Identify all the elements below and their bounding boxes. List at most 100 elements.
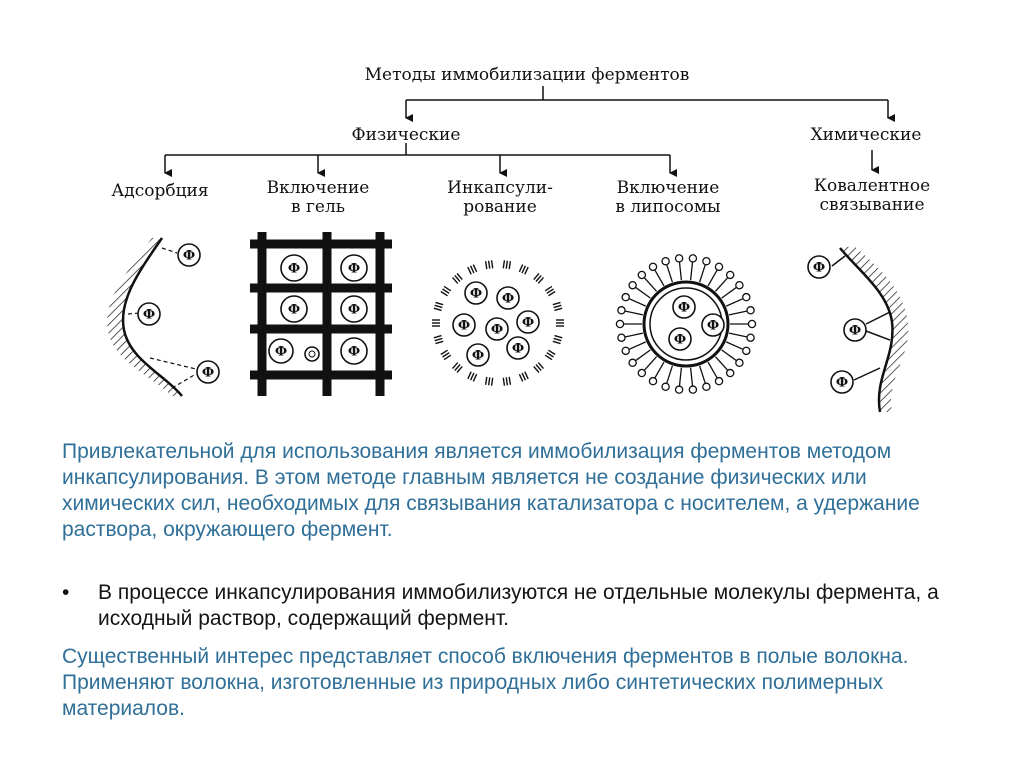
lipid-head — [698, 365, 711, 392]
membrane-mark — [451, 273, 463, 284]
chemical-label: Химические — [811, 125, 922, 145]
svg-text:Ф: Ф — [348, 262, 360, 277]
enzyme-circle: Ф — [464, 281, 488, 305]
svg-text:Ф: Ф — [472, 349, 484, 364]
enzyme-circle: Ф — [137, 302, 161, 326]
method-gel-label-1: Включение — [267, 178, 370, 198]
lipid-head — [698, 256, 711, 283]
svg-text:Ф: Ф — [836, 376, 848, 391]
enzyme-circle: Ф — [177, 243, 201, 267]
immobilization-methods-diagram: Методы иммобилизации ферментов Физически… — [107, 65, 930, 413]
physical-label: Физические — [352, 125, 461, 145]
enzyme-circle: Ф — [701, 313, 725, 337]
covalent-illustration — [831, 246, 909, 413]
svg-text:Ф: Ф — [275, 345, 287, 360]
membrane-mark — [467, 264, 478, 275]
svg-text:Ф: Ф — [522, 316, 534, 331]
svg-text:Ф: Ф — [849, 324, 861, 339]
lipid-head — [648, 361, 665, 386]
svg-text:Ф: Ф — [674, 333, 686, 348]
lipid-head — [725, 341, 751, 356]
svg-text:Ф: Ф — [470, 287, 482, 302]
membrane-mark — [432, 319, 440, 327]
lipid-head — [688, 367, 698, 394]
paragraph-encapsulation: Привлекательной для использования являет… — [62, 440, 920, 541]
method-adsorption-label: Адсорбция — [111, 181, 208, 201]
svg-text:Ф: Ф — [202, 366, 214, 381]
enzyme-circle: Ф — [340, 254, 368, 282]
lipid-head — [637, 356, 658, 378]
lipid-head — [725, 292, 751, 307]
svg-text:Ф: Ф — [348, 303, 360, 318]
enzyme-circle: Ф — [807, 255, 831, 279]
membrane-mark — [433, 301, 444, 312]
lipid-head — [728, 306, 755, 316]
lipid-head — [721, 349, 744, 368]
lipid-head — [728, 332, 755, 342]
lipid-head — [661, 256, 674, 283]
lipid-head — [674, 367, 684, 394]
svg-text:Ф: Ф — [813, 261, 825, 276]
bullet-marker: • — [62, 581, 70, 604]
enzyme-circle: Ф — [843, 318, 867, 342]
enzyme-circle: Ф — [196, 360, 220, 384]
svg-text:Ф: Ф — [348, 345, 360, 360]
membrane-mark — [502, 376, 512, 386]
lipid-head — [707, 361, 724, 386]
membrane-mark — [556, 319, 564, 327]
membrane-mark — [518, 371, 529, 382]
lipid-heads — [615, 254, 757, 394]
enzyme-circle: Ф — [280, 295, 308, 323]
enzyme-circle: Ф — [672, 295, 696, 319]
lipid-head — [637, 270, 658, 292]
lipid-head — [730, 319, 757, 329]
method-covalent-label-2: связывание — [819, 195, 924, 215]
lipid-head — [714, 356, 735, 378]
method-encapsulation-label-1: Инкапсули- — [447, 178, 553, 198]
membrane-mark — [440, 285, 452, 297]
svg-text:Ф: Ф — [502, 292, 514, 307]
membrane-mark — [502, 260, 512, 270]
enzyme-circle: Ф — [506, 336, 530, 360]
lipid-head — [648, 262, 665, 287]
membrane-mark — [533, 273, 545, 284]
enzyme-circle: Ф — [452, 313, 476, 337]
lipid-head — [617, 306, 644, 316]
enzyme-circle: Ф — [830, 370, 854, 394]
lipid-head — [628, 349, 651, 368]
enzyme-circle: Ф — [340, 295, 368, 323]
lipid-head — [621, 292, 647, 307]
membrane-mark — [467, 371, 478, 382]
enzyme-circle: Ф — [496, 286, 520, 310]
membrane-mark — [552, 301, 563, 312]
membrane-mark — [544, 349, 556, 361]
membrane-mark — [484, 260, 494, 270]
svg-text:Ф: Ф — [288, 303, 300, 318]
enzyme-circle: Ф — [268, 338, 294, 364]
lipid-head — [615, 319, 642, 329]
membrane-mark — [433, 334, 444, 345]
lipid-head — [617, 332, 644, 342]
svg-text:Ф: Ф — [678, 301, 690, 316]
lipid-head — [661, 365, 674, 392]
membrane-mark — [544, 285, 556, 297]
membrane-mark — [533, 362, 545, 373]
enzyme-circle: Ф — [466, 343, 490, 367]
lipid-head — [674, 254, 684, 281]
lipid-head — [721, 280, 744, 299]
enzyme-circle: Ф — [485, 317, 509, 341]
paragraph-hollow-fibers: Существенный интерес представляет способ… — [62, 645, 909, 720]
method-liposome-label-1: Включение — [617, 178, 720, 198]
membrane-mark — [451, 362, 463, 373]
membrane-mark — [552, 334, 563, 345]
lipid-head — [714, 270, 735, 292]
lipid-head — [628, 280, 651, 299]
svg-text:Ф: Ф — [183, 249, 195, 264]
svg-text:Ф: Ф — [512, 342, 524, 357]
diagram-title: Методы иммобилизации ферментов — [365, 65, 690, 85]
enzyme-circle: Ф — [516, 310, 540, 334]
lipid-head — [688, 254, 698, 281]
method-covalent-label-1: Ковалентное — [814, 176, 930, 196]
